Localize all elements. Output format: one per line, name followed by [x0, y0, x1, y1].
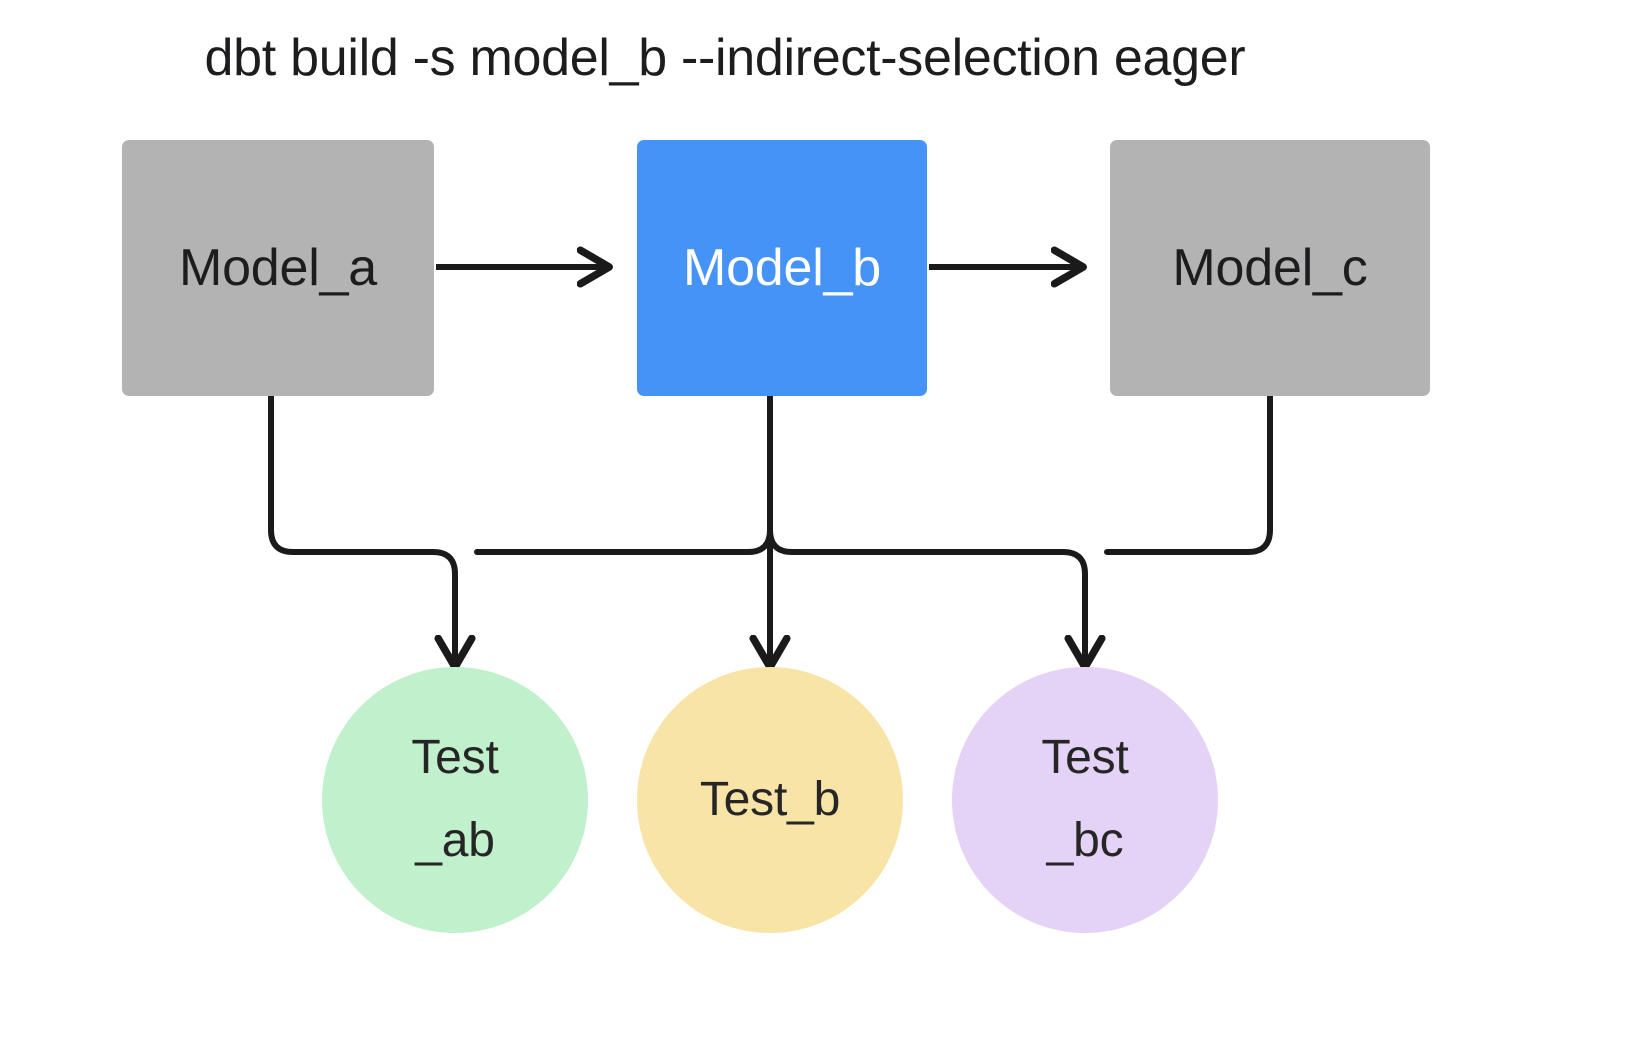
edge-model-b-to-test-bc — [767, 527, 1085, 666]
node-test-bc[interactable]: Test _bc — [952, 667, 1218, 933]
node-model-a-label: Model_a — [178, 238, 378, 297]
node-model-a[interactable]: Model_a — [122, 140, 434, 396]
page-title: dbt build -s model_b --indirect-selectio… — [204, 29, 1246, 87]
node-model-c-label: Model_c — [1172, 238, 1368, 297]
node-model-b[interactable]: Model_b — [637, 140, 927, 396]
edge-model-b-to-test-ab — [474, 417, 773, 555]
edge-model-c-to-test-bc — [1104, 393, 1273, 555]
node-test-b[interactable]: Test_b — [637, 667, 903, 933]
node-test-b-label: Test_b — [699, 772, 841, 826]
node-test-ab[interactable]: Test _ab — [322, 667, 588, 933]
node-model-c[interactable]: Model_c — [1110, 140, 1430, 396]
edge-model-a-to-test-ab — [268, 393, 455, 666]
node-test-bc-label: Test _bc — [1041, 731, 1129, 867]
node-model-b-label: Model_b — [682, 238, 882, 297]
node-test-ab-label: Test _ab — [411, 731, 499, 867]
